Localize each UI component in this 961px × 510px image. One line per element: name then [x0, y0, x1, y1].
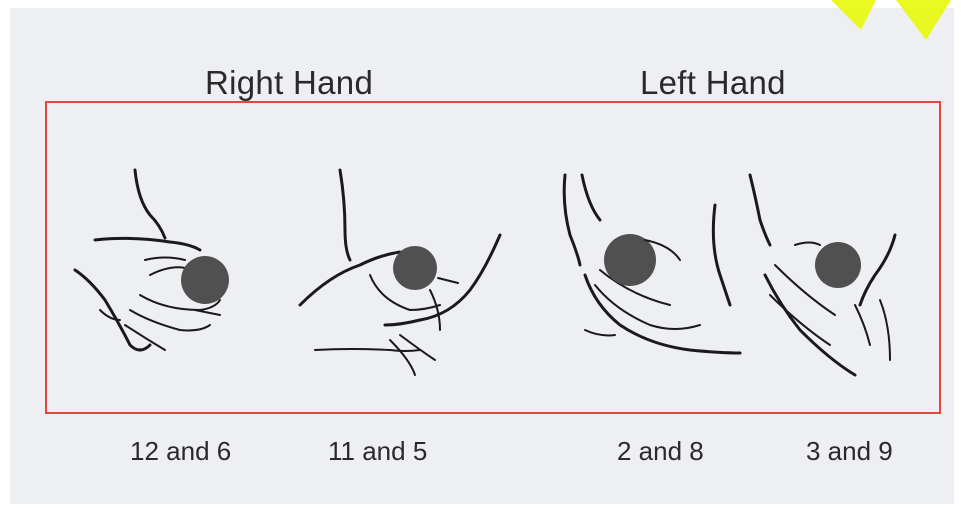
ball-icon	[604, 234, 656, 286]
hand-figure-3-9	[740, 165, 920, 385]
ball-icon	[815, 242, 861, 288]
hand-figure-11-5	[290, 160, 510, 390]
hand-figure-2-8	[560, 165, 760, 365]
ball-icon	[393, 246, 437, 290]
caption-2-and-8: 2 and 8	[617, 436, 704, 467]
caption-3-and-9: 3 and 9	[806, 436, 893, 467]
caption-12-and-6: 12 and 6	[130, 436, 231, 467]
corner-decoration	[811, 0, 961, 40]
right-hand-title: Right Hand	[205, 64, 373, 102]
caption-11-and-5: 11 and 5	[328, 436, 427, 467]
ball-icon	[181, 256, 229, 304]
left-hand-title: Left Hand	[640, 64, 786, 102]
hand-figure-12-6	[70, 160, 240, 370]
